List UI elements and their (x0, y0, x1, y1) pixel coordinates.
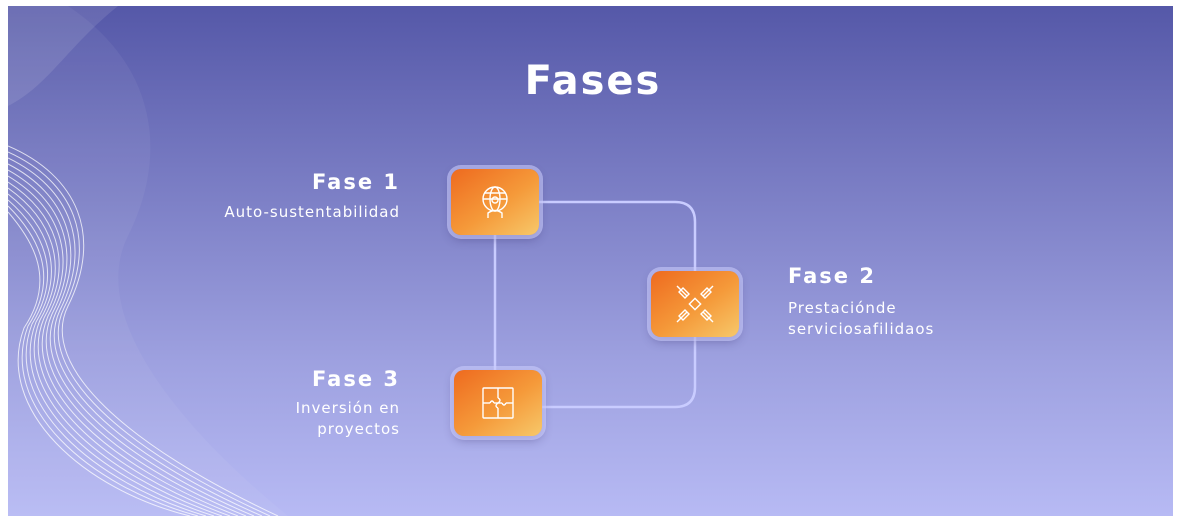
phase-3-label: Fase 3 Inversión en proyectos (248, 367, 400, 440)
phase-2-description: Prestaciónde serviciosafilidaos (788, 298, 1008, 340)
phase-1-title: Fase 1 (312, 170, 400, 194)
phase-1-label: Fase 1 Auto-sustentabilidad (178, 170, 400, 223)
phase-3-description-line-2: proyectos (317, 420, 400, 438)
phase-2-description-line-1: Prestaciónde (788, 299, 897, 317)
phase-2-node (651, 271, 739, 337)
phase-3-title: Fase 3 (312, 367, 400, 391)
phase-1-description: Auto-sustentabilidad (224, 203, 400, 221)
puzzle-icon (482, 387, 514, 419)
slide-title: Fases (524, 58, 662, 104)
globe-person-icon (482, 186, 508, 218)
connector-lines (493, 200, 697, 409)
phase-3-description: Inversión en proyectos (248, 398, 400, 440)
phase-3-node (454, 370, 542, 436)
phase-2-label: Fase 2 Prestaciónde serviciosafilidaos (788, 264, 1008, 340)
phase-1-node (451, 169, 539, 235)
phase-2-description-line-2: serviciosafilidaos (788, 320, 935, 338)
phase-2-title: Fase 2 (788, 264, 876, 288)
slide: Fases (8, 6, 1173, 516)
joined-hands-icon (676, 285, 714, 323)
decorative-waves (8, 6, 288, 516)
phase-3-description-line-1: Inversión en (295, 399, 400, 417)
